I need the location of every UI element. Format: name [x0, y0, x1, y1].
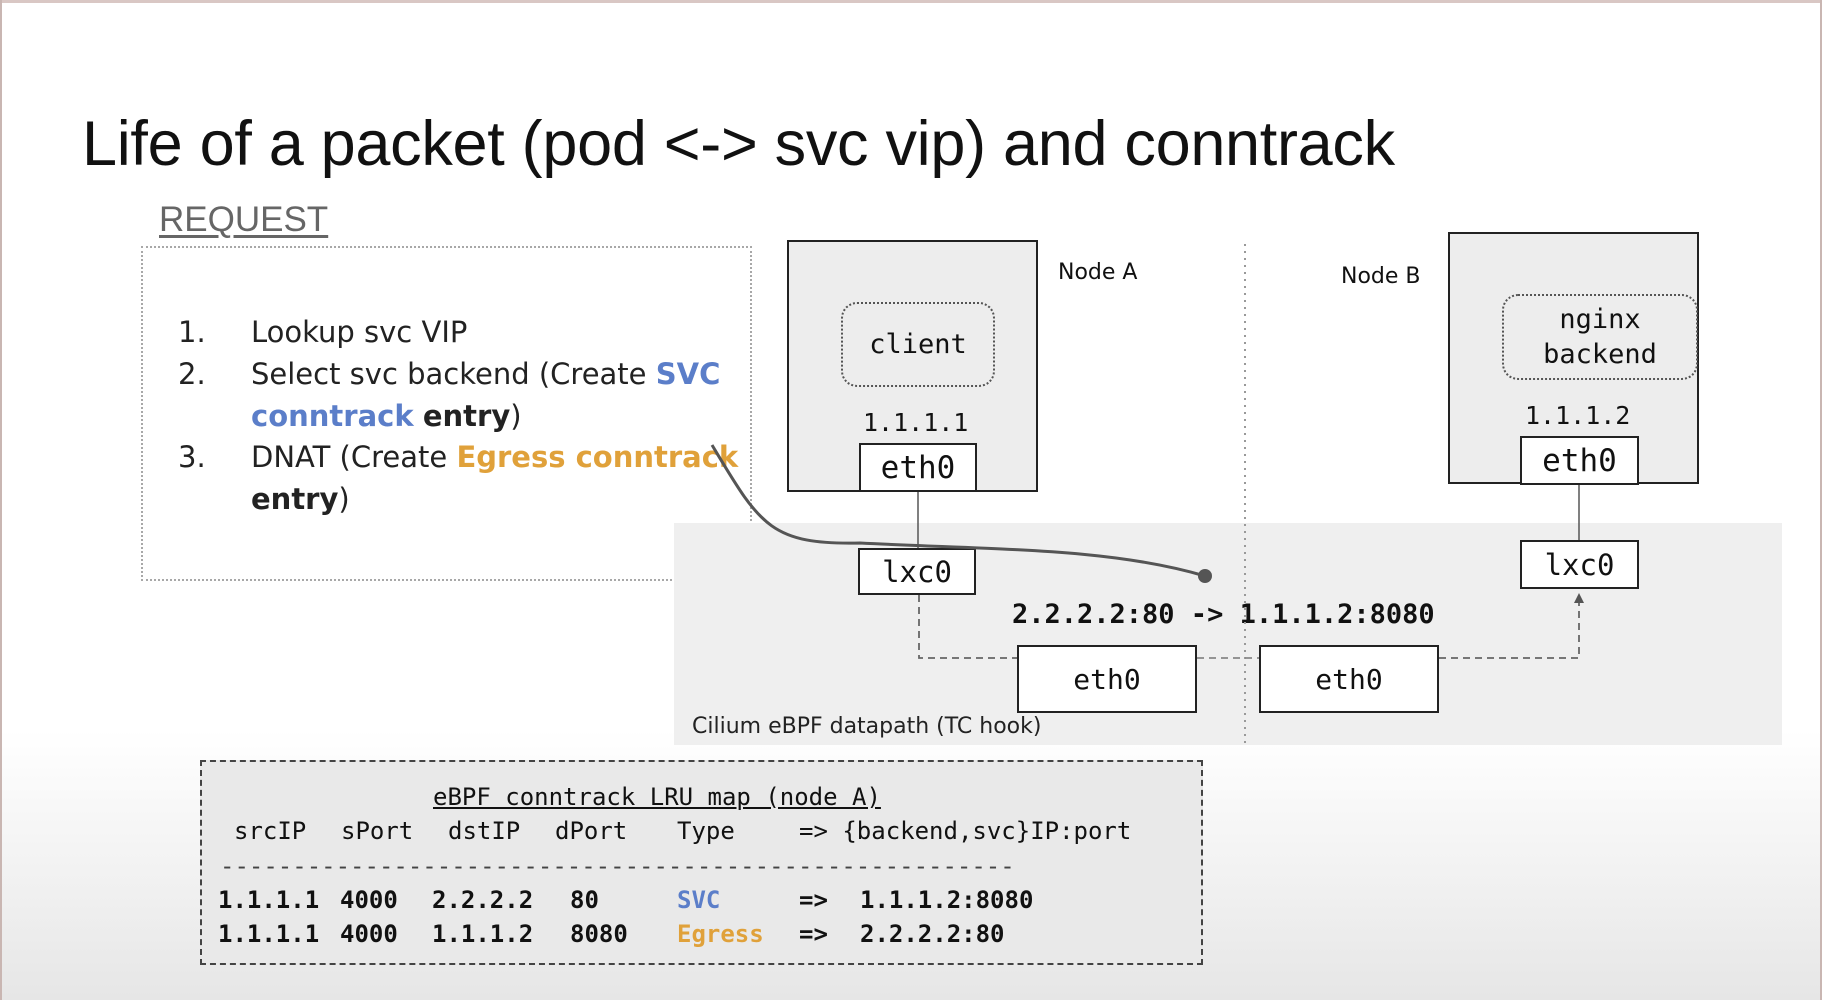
client-pod: client — [841, 302, 995, 387]
row-1-target: 1.1.1.2:8080 — [860, 886, 1034, 914]
step-2-line-2-run-3: ) — [510, 399, 522, 433]
path-eth0-to-lxc0 — [1439, 593, 1584, 659]
row-2-sport: 4000 — [340, 920, 398, 948]
request-steps-box — [141, 246, 752, 581]
row-1-type-svc: SVC — [677, 886, 721, 914]
row-2-type-egress: Egress — [677, 920, 764, 948]
step-2-line-1-run-1: SVC — [655, 357, 721, 391]
step-1-line-1-run-0: Lookup svc VIP — [251, 315, 468, 349]
nginx-pod-label-line-1: nginx — [1559, 304, 1641, 335]
conntrack-table — [200, 760, 1203, 965]
conntrack-table-title: eBPF conntrack LRU map (node A) — [433, 783, 881, 811]
frame-top-border — [0, 0, 1822, 3]
col-header-sport: sPort — [341, 817, 414, 845]
node-a-pod-eth0-label: eth0 — [880, 449, 956, 486]
step-3-line-2-run-1: ) — [338, 482, 350, 516]
col-header-dstip: dstIP — [448, 817, 521, 845]
row-2-arrow: => — [799, 920, 828, 948]
node-b-ip: 1.1.1.2 — [1525, 401, 1631, 430]
step-1-number: 1. — [178, 315, 206, 349]
nginx-backend-pod: nginx backend — [1502, 294, 1698, 380]
node-b-host-eth0: eth0 — [1259, 645, 1439, 713]
frame-right-border — [1820, 0, 1822, 1000]
frame-left-border — [0, 0, 2, 1000]
row-2-dport: 8080 — [570, 920, 628, 948]
step-3-line-1-run-0: DNAT (Create — [251, 440, 457, 474]
datapath-label: Cilium eBPF datapath (TC hook) — [692, 714, 1042, 739]
row-2-dstip: 1.1.1.2 — [432, 920, 534, 948]
step-2-line-2-run-0: conntrack — [251, 399, 414, 433]
dnat-callout-curve — [710, 444, 1206, 578]
path-lxc0-to-eth0 — [918, 595, 1017, 659]
node-a-lxc0: lxc0 — [858, 548, 976, 595]
col-header-target: => {backend,svc}IP:port — [799, 817, 1132, 845]
table-separator: ----------------------------------------… — [220, 852, 1015, 880]
row-1-srcip: 1.1.1.1 — [218, 886, 320, 914]
node-a-label: Node A — [1058, 260, 1138, 285]
node-b-host-eth0-label: eth0 — [1315, 662, 1383, 696]
step-3-line-1: DNAT (Create Egress conntrack — [251, 440, 738, 474]
step-3-line-1-run-1: Egress conntrack — [456, 440, 739, 474]
row-1-sport: 4000 — [340, 886, 398, 914]
step-2-line-1: Select svc backend (Create SVC — [251, 357, 720, 391]
step-1-line-1: Lookup svc VIP — [251, 315, 467, 349]
col-header-type: Type — [677, 817, 735, 845]
request-heading: REQUEST — [159, 200, 329, 239]
step-3-line-2: entry) — [251, 482, 350, 516]
row-2-target: 2.2.2.2:80 — [860, 920, 1005, 948]
node-a-host-eth0: eth0 — [1017, 645, 1197, 713]
row-1-dstip: 2.2.2.2 — [432, 886, 534, 914]
step-2-line-1-run-0: Select svc backend (Create — [251, 357, 656, 391]
packet-translation-label: 2.2.2.2:80 -> 1.1.1.2:8080 — [1012, 599, 1435, 630]
row-1-dport: 80 — [570, 886, 599, 914]
dnat-callout-dot — [1198, 569, 1212, 583]
col-header-srcip: srcIP — [234, 817, 307, 845]
step-3-number: 3. — [178, 440, 206, 474]
node-a-lxc0-label: lxc0 — [882, 554, 952, 589]
node-a-pod-eth0: eth0 — [859, 443, 977, 492]
row-2-srcip: 1.1.1.1 — [218, 920, 320, 948]
node-b-pod-eth0: eth0 — [1520, 436, 1639, 485]
node-a-ip: 1.1.1.1 — [863, 408, 969, 437]
slide-title: Life of a packet (pod <-> svc vip) and c… — [82, 109, 1395, 179]
node-b-lxc0-label: lxc0 — [1544, 547, 1615, 582]
node-b-lxc0: lxc0 — [1520, 540, 1639, 589]
nginx-pod-label-line-2: backend — [1543, 339, 1657, 370]
step-2-line-2: conntrack entry) — [251, 399, 522, 433]
node-b-pod-eth0-label: eth0 — [1542, 442, 1617, 479]
node-a-host-eth0-label: eth0 — [1073, 662, 1141, 696]
step-3-line-2-run-0: entry — [251, 482, 339, 516]
col-header-dport: dPort — [555, 817, 628, 845]
step-2-number: 2. — [178, 357, 206, 391]
step-2-line-2-run-2: entry — [422, 399, 511, 433]
node-b-label: Node B — [1341, 264, 1421, 289]
client-pod-label: client — [869, 329, 967, 360]
row-1-arrow: => — [799, 886, 828, 914]
